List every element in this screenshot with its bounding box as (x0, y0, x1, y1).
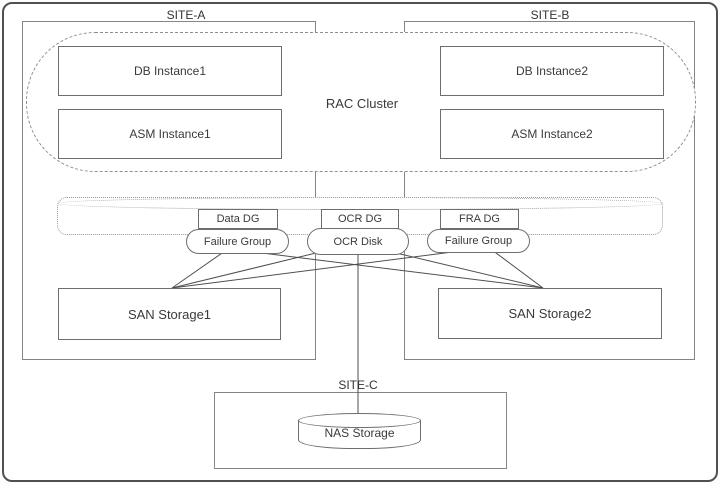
ocr-dg-label: OCR DG (338, 213, 382, 225)
data-dg-label: Data DG (216, 213, 260, 225)
fra-dg-box: FRA DG (440, 209, 519, 229)
asm-instance2-box: ASM Instance2 (440, 109, 664, 159)
data-dg-box: Data DG (198, 209, 278, 229)
ocr-disk: OCR Disk (307, 228, 409, 255)
san-storage1-box: SAN Storage1 (58, 288, 281, 340)
site-b-boundary (404, 21, 695, 360)
failure-group-right-label: Failure Group (444, 235, 513, 247)
asm-instance1-label: ASM Instance1 (129, 127, 211, 141)
db-instance2-box: DB Instance2 (440, 46, 664, 96)
site-c-boundary (214, 392, 507, 469)
db-instance1-box: DB Instance1 (58, 46, 282, 96)
san-storage1-label: SAN Storage1 (127, 306, 212, 322)
db-instance2-label: DB Instance2 (515, 64, 589, 78)
ocr-disk-label: OCR Disk (333, 235, 383, 248)
failure-group-right: Failure Group (427, 229, 530, 253)
asm-instance1-box: ASM Instance1 (58, 109, 282, 159)
site-c-label: SITE-C (338, 378, 378, 392)
rac-cluster-label: RAC Cluster (325, 95, 399, 111)
fra-dg-label: FRA DG (459, 213, 500, 225)
site-a-boundary (22, 21, 316, 360)
san-storage2-label: SAN Storage2 (508, 306, 592, 321)
san-storage2-box: SAN Storage2 (438, 288, 662, 339)
nas-storage-cylinder-top (298, 413, 421, 428)
nas-storage-label: NAS Storage (324, 426, 395, 440)
failure-group-left-label: Failure Group (203, 235, 272, 248)
asm-instance2-label: ASM Instance2 (511, 127, 593, 141)
ocr-dg-box: OCR DG (321, 209, 399, 229)
site-b-label: SITE-B (530, 8, 570, 22)
db-instance1-label: DB Instance1 (133, 64, 207, 78)
failure-group-left: Failure Group (186, 229, 289, 254)
site-a-label: SITE-A (166, 8, 206, 22)
